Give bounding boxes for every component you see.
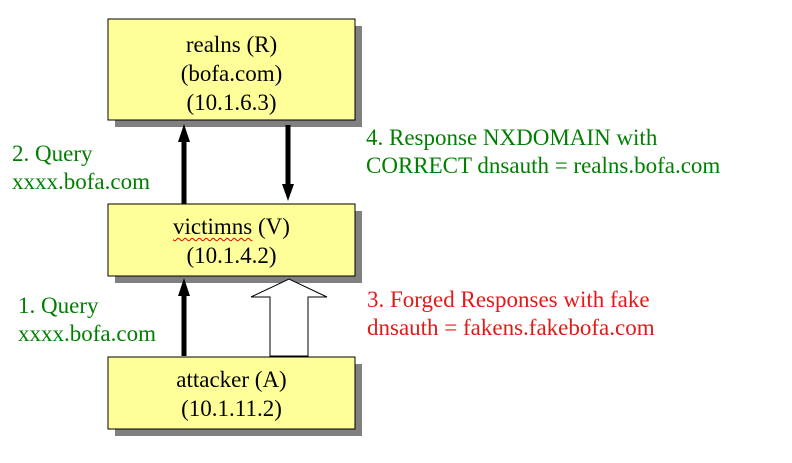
step1-line1: 1. Query bbox=[18, 293, 99, 318]
victimns-name: victimns bbox=[173, 214, 253, 239]
realns-label: realns (R) (bofa.com) (10.1.6.3) bbox=[108, 30, 355, 117]
realns-box bbox=[107, 18, 356, 121]
step3-label: 3. Forged Responses with fake dnsauth = … bbox=[367, 286, 655, 342]
realns-domain: (bofa.com) bbox=[180, 61, 283, 86]
step4-line2: CORRECT dnsauth = realns.bofa.com bbox=[366, 153, 721, 178]
step3-line1: 3. Forged Responses with fake bbox=[367, 287, 650, 312]
step1-line2: xxxx.bofa.com bbox=[18, 321, 156, 346]
victimns-box bbox=[107, 203, 356, 277]
step2-line2: xxxx.bofa.com bbox=[12, 169, 150, 194]
victimns-title: victimns (V) bbox=[108, 212, 355, 241]
step1-label: 1. Query xxxx.bofa.com bbox=[18, 292, 156, 348]
arrow-step2-head bbox=[178, 124, 190, 142]
arrow-step3-forged bbox=[250, 278, 328, 357]
attacker-ip: (10.1.11.2) bbox=[181, 396, 282, 421]
victimns-suffix: (V) bbox=[252, 214, 290, 239]
realns-name: realns (R) bbox=[185, 32, 278, 57]
attacker-label: attacker (A) (10.1.11.2) bbox=[108, 365, 355, 423]
victimns-ip: (10.1.4.2) bbox=[186, 243, 277, 268]
arrow-step4-head bbox=[282, 184, 294, 201]
realns-ip: (10.1.6.3) bbox=[186, 90, 277, 115]
step4-line1: 4. Response NXDOMAIN with bbox=[366, 125, 658, 150]
step2-line1: 2. Query bbox=[12, 141, 93, 166]
step3-line2: dnsauth = fakens.fakebofa.com bbox=[367, 315, 655, 340]
victimns-label: victimns (V) (10.1.4.2) bbox=[108, 212, 355, 270]
arrow-step1-head bbox=[178, 278, 190, 296]
attacker-box bbox=[107, 356, 356, 430]
step2-label: 2. Query xxxx.bofa.com bbox=[12, 140, 150, 196]
step4-label: 4. Response NXDOMAIN with CORRECT dnsaut… bbox=[366, 124, 720, 180]
attacker-name: attacker (A) bbox=[176, 367, 287, 392]
